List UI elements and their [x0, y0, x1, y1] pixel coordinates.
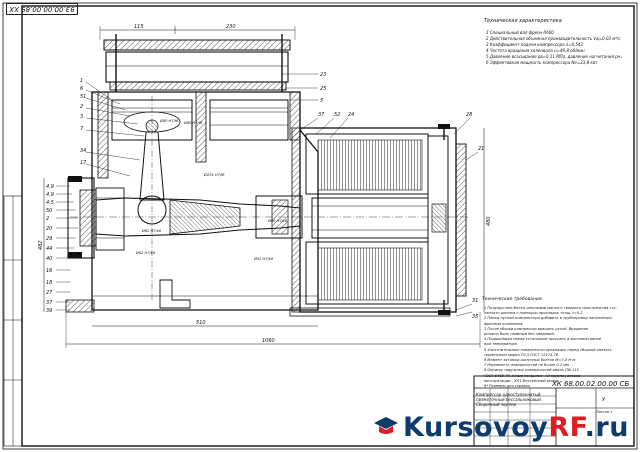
- watermark-tld: .ru: [584, 412, 629, 443]
- leader-number: 16: [46, 268, 52, 274]
- leader-number: 31: [472, 298, 478, 304]
- spec-list: 1 Специальный вал фреон R600 2 Действите…: [486, 30, 622, 66]
- rotor: [311, 197, 429, 239]
- drawing-title: Компрессор одноступенчатый, прямоточный …: [476, 392, 542, 407]
- leader-number: 4.5: [46, 200, 54, 206]
- drawing-code: ХК 68.00.02.00.00 СБ: [552, 380, 630, 388]
- requirement-item: 7 Неровность поверхностей не более 0,1 м…: [484, 363, 569, 368]
- requirements-list: 1 Полукруглые болты шпонками мягкого тве…: [484, 306, 620, 389]
- fit-label: Ø62 H7/k6: [135, 250, 156, 255]
- leader-number: 34: [80, 148, 86, 154]
- leaders-left: [56, 81, 145, 311]
- spec-item: 4 Частота вращения коленвала n=49,8 об/м…: [486, 48, 585, 53]
- fit-label: Ø60 H7/k6: [267, 218, 288, 223]
- leader-number: 27: [46, 290, 53, 296]
- requirement-item: эксплуатации - ХЛ1 Внутренний рынок: [484, 378, 559, 383]
- fit-label: Ø60 H7/f6: [183, 120, 203, 125]
- watermark-brand: Kursovoy: [403, 412, 549, 443]
- leader-number: 37: [318, 112, 325, 118]
- leader-number: 25: [320, 86, 326, 92]
- sheet-count: Листов 1: [596, 410, 613, 414]
- dimension-texts: 115 230 510 1060 482 480 Ø80 H7/f6 Ø60 H7/f6Ø22…: [38, 24, 492, 344]
- dimension-label: 480: [486, 216, 492, 226]
- drawing-letter: У: [602, 397, 606, 403]
- title-block: [473, 375, 635, 447]
- leader-number: 20: [46, 226, 52, 232]
- piston-right: [209, 99, 289, 141]
- spec-title: Техническая характеристика: [484, 18, 562, 24]
- leader-number: 1: [80, 78, 83, 84]
- leader-number: 4.9: [46, 192, 54, 198]
- requirement-item: 8 Окраску наружных поверхностей эмаль ПФ…: [484, 368, 579, 373]
- requirement-item: должно быть плавным без заеданий.: [484, 332, 555, 337]
- dimension-label: 115: [134, 24, 144, 30]
- leader-number: 23: [320, 72, 326, 78]
- leader-number: 39: [46, 308, 52, 314]
- fit-label: Ø52 H7/k6: [253, 256, 274, 261]
- fit-label: Ø80 H7/f6: [159, 118, 179, 123]
- requirement-item: при температуре.: [484, 342, 519, 347]
- leader-number: 50: [46, 208, 52, 214]
- leader-number: 4.9: [46, 184, 54, 190]
- fit-label: Ø62 H7/k6: [141, 228, 162, 233]
- spec-item: 5 Давление всасывания рв=0,11 МПа, давле…: [486, 54, 622, 59]
- requirement-item: ГОСТ 6465-76. Класс покрытия - VI группа…: [484, 373, 581, 378]
- requirement-item: фреоном коленвала.: [484, 321, 524, 326]
- oil-drain: [159, 279, 191, 309]
- foot-left: [65, 299, 95, 313]
- requirement-item: 9* Размеры для справок: [484, 384, 531, 389]
- requirement-item: 4 Подшипники перед установкой прогреть в…: [484, 337, 602, 342]
- connecting-rod: [139, 131, 165, 201]
- spec-item: 6 Эффективная мощность компрессора Nе=23…: [486, 60, 598, 65]
- requirement-item: 2 Перед пуском компрессора добавить в тр…: [484, 316, 612, 321]
- leader-number: 40: [46, 256, 52, 262]
- leader-number: 28: [466, 112, 472, 118]
- fit-label: Ø225 H7/f6: [203, 172, 225, 177]
- leader-number: 21: [478, 146, 484, 152]
- leader-number: 3: [80, 114, 83, 120]
- leader-number: 2: [46, 216, 49, 222]
- leader-number: 37: [46, 300, 53, 306]
- watermark-cap-icon: [374, 417, 398, 434]
- leader-number: 6: [80, 86, 83, 92]
- requirement-item: 3 После сборки компрессор вращать рукой.…: [484, 326, 589, 331]
- leader-texts: 165123734174.94.94.550220294440161827373…: [46, 72, 484, 320]
- spec-item: 3 Коэффициент подачи компрессора λ=0,542: [486, 42, 584, 47]
- leader-number: 7: [80, 126, 84, 132]
- requirement-item: 1 Полукруглые болты шпонками мягкого тве…: [484, 306, 617, 310]
- leader-number: 2: [80, 104, 83, 110]
- leader-number: 35: [472, 314, 478, 320]
- leader-number: 44: [46, 246, 52, 252]
- requirement-item: герметиком марки ГЛ-3 ГОСТ 12174-76: [484, 352, 559, 357]
- leader-number: 51: [80, 94, 86, 100]
- dimension-label: 1060: [262, 338, 275, 344]
- requirement-item: 5 Уплотнительные поверхности прокладок п…: [484, 347, 612, 352]
- dimension-label: 482: [38, 240, 44, 250]
- requirements-title: Технические требования.: [482, 297, 543, 302]
- stamp-code: 93.00.00.00.89 XX: [6, 3, 78, 15]
- dimension-label: 510: [196, 320, 206, 326]
- leaders-top: [282, 73, 479, 317]
- leader-number: 29: [46, 236, 52, 242]
- watermark-accent: RF: [548, 412, 585, 443]
- spec-item: 1 Специальный вал фреон R600: [486, 30, 554, 35]
- leader-number: 18: [46, 280, 52, 286]
- leader-number: 52: [334, 112, 340, 118]
- cylinder-head: [105, 51, 289, 83]
- leader-number: 24: [348, 112, 354, 118]
- dimension-label: 230: [226, 24, 236, 30]
- leader-number: 5: [320, 98, 323, 104]
- requirement-item: пенчато шпонка с помощью прокладок толщ.…: [484, 311, 583, 316]
- requirement-item: 6 Момент затяжки шатунных болтов М=7-8 Н…: [484, 358, 575, 363]
- spec-item: 2 Действительная объемная производительн…: [486, 36, 621, 41]
- watermark-logo[interactable]: KursovoyRF.ru: [403, 412, 629, 443]
- leader-number: 17: [80, 160, 87, 166]
